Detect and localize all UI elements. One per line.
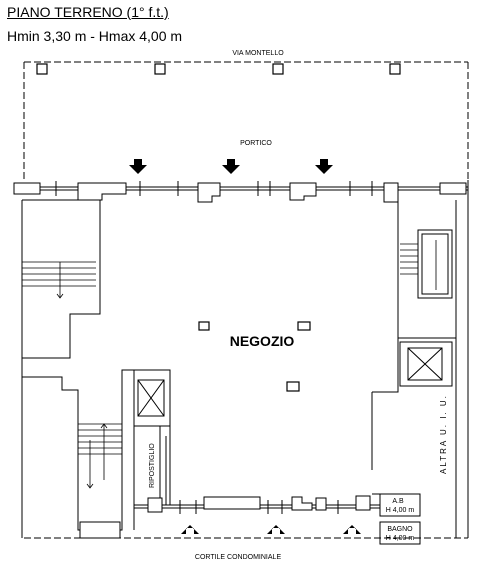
left-stair-treads <box>22 261 122 488</box>
left-stair-direction <box>56 293 108 489</box>
storage-label: RIPOSTIGLIO <box>149 443 156 488</box>
other-unit-label: ALTRA U. I. U. <box>439 394 448 474</box>
rear-facade-ticks <box>179 500 339 514</box>
rear-facade <box>134 495 380 513</box>
bathroom-label: BAGNO <box>387 526 413 533</box>
left-core-lower-wall <box>79 521 121 539</box>
portico-label: PORTICO <box>240 140 272 147</box>
floor-title: PIANO TERRENO (1° f.t.) <box>7 4 169 20</box>
facade-ticks <box>55 181 373 196</box>
right-stair-treads <box>400 240 437 290</box>
antibagno-label: A.B <box>392 498 404 505</box>
antibagno-height: H 4,00 m <box>386 507 415 514</box>
floor-heights: Hmin 3,30 m - Hmax 4,00 m <box>7 28 183 44</box>
site-boundary <box>23 61 469 539</box>
shop-label: NEGOZIO <box>230 333 295 349</box>
bathroom-height: H 4,00 m <box>386 535 415 542</box>
right-boundary-wall <box>455 180 469 538</box>
courtyard-label: CORTILE CONDOMINIALE <box>195 554 282 561</box>
right-lift <box>399 341 453 387</box>
left-stair-core <box>21 199 135 538</box>
front-entrance-arrows <box>129 159 333 174</box>
street-columns <box>36 63 401 75</box>
street-label: VIA MONTELLO <box>232 50 284 57</box>
shop-pillars <box>198 321 311 392</box>
rear-entrance-arrows <box>181 525 361 534</box>
front-facade <box>13 182 468 203</box>
left-lift <box>133 369 171 427</box>
